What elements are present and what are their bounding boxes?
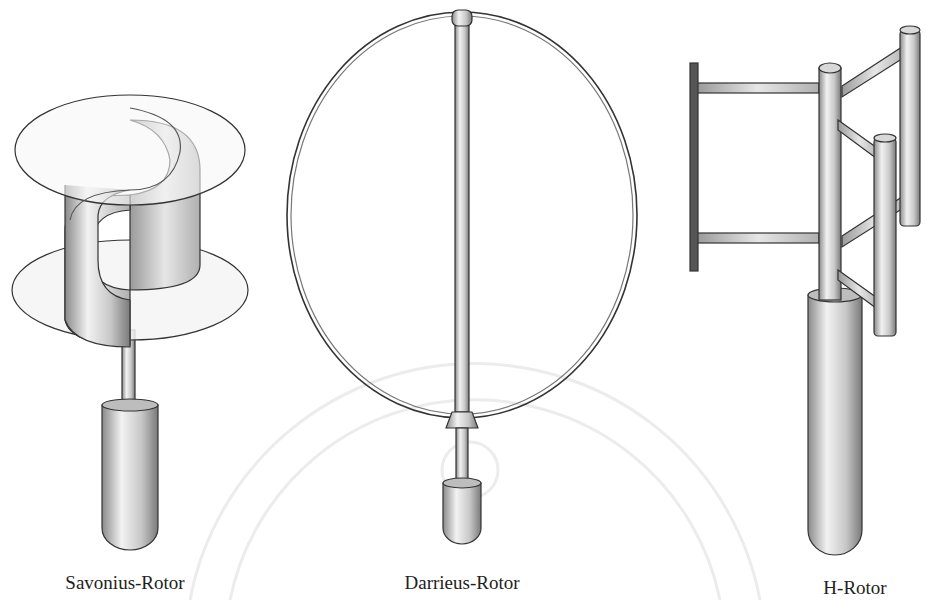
rotor-label: H-Rotor bbox=[820, 577, 889, 600]
h-rotor bbox=[690, 26, 920, 555]
savonius-rotor bbox=[12, 95, 248, 550]
rotor-label: Darrieus-Rotor bbox=[401, 572, 522, 595]
watermark bbox=[190, 364, 760, 600]
rotor-label: Savonius-Rotor bbox=[62, 572, 187, 595]
darrieus-rotor bbox=[287, 10, 637, 544]
